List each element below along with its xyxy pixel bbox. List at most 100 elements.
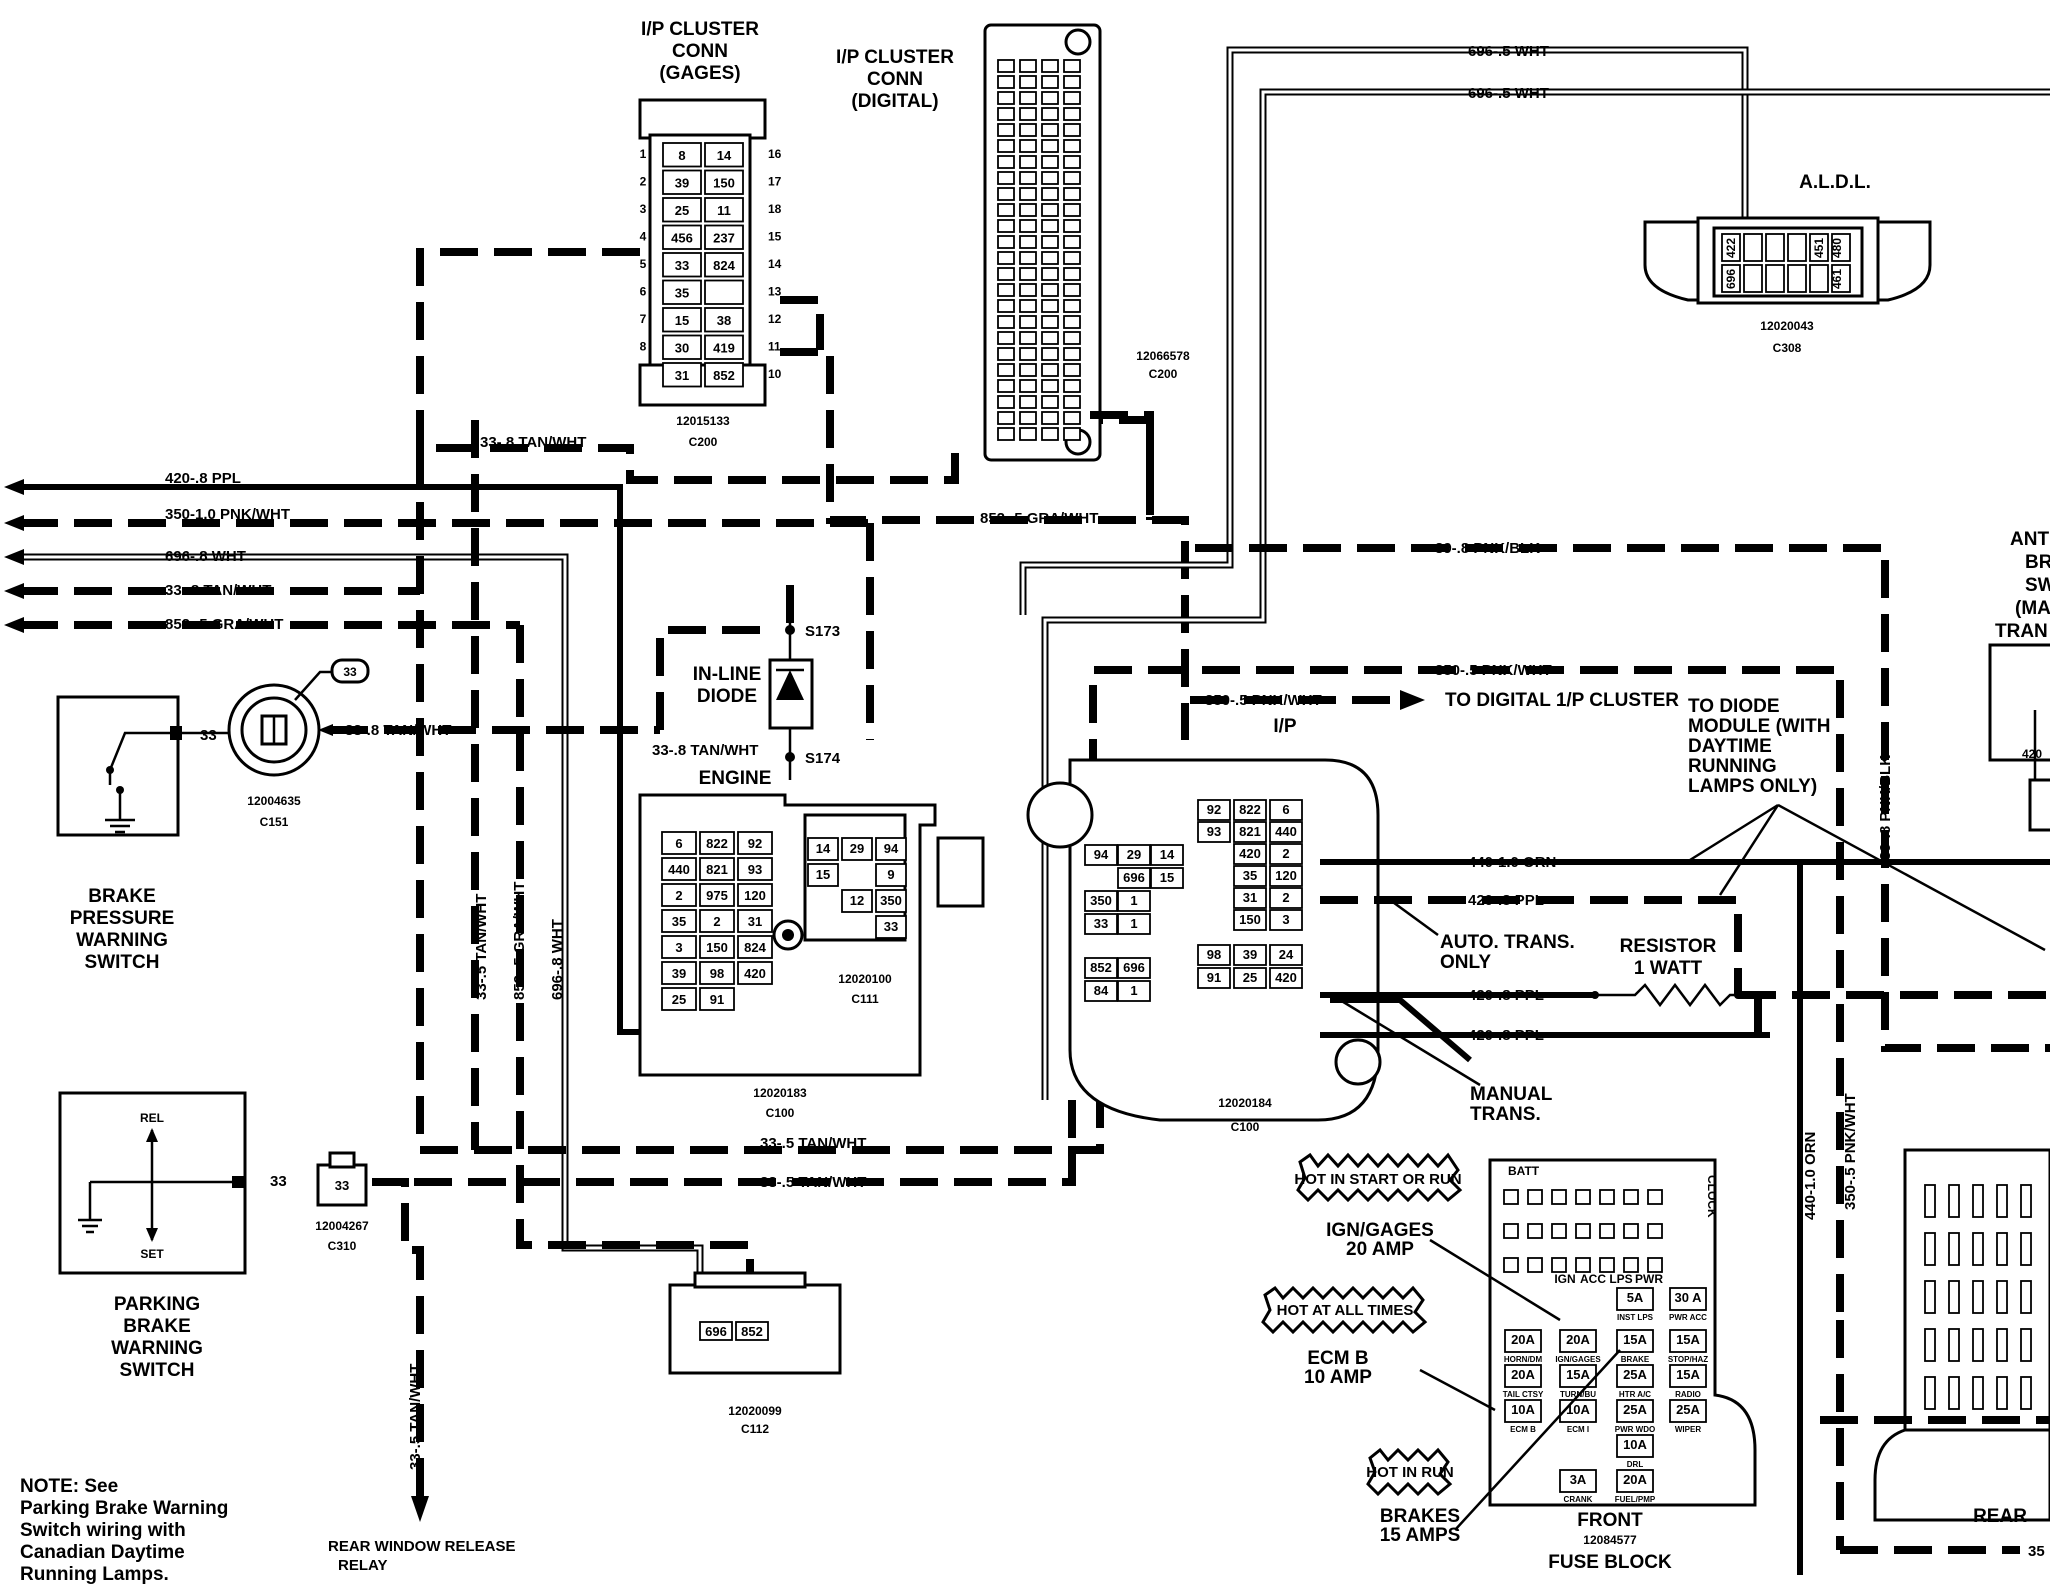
gages-cell <box>704 252 744 278</box>
fuse-name: HTR A/C <box>1619 1390 1651 1399</box>
brakes-1: BRAKES <box>1380 1506 1460 1527</box>
gages-cell <box>704 334 744 360</box>
digital-cell <box>1041 363 1059 377</box>
fuse <box>1504 1329 1542 1353</box>
gages-code: C200 <box>689 435 718 449</box>
aldl-cell <box>1743 233 1763 262</box>
diode-note-2: MODULE (WITH <box>1688 716 1830 737</box>
fuse-name: HORN/DM <box>1504 1355 1543 1364</box>
ipc100-cell <box>1084 957 1118 979</box>
ipc100-cell <box>1233 799 1267 821</box>
ipc100-cell <box>1084 980 1118 1002</box>
engine-cell <box>737 935 773 959</box>
digital-cell <box>1019 155 1037 169</box>
fuse-title: FUSE BLOCK <box>1548 1552 1672 1573</box>
c310-part: 12004267 <box>315 1219 369 1233</box>
wire-label-33-left: 33-.8 TAN/WHT <box>165 582 271 599</box>
fuse-amp: 10A <box>1623 1437 1647 1452</box>
gages-pin: 38 <box>717 313 731 328</box>
engine-pin: 120 <box>744 888 766 903</box>
anti-brake-3: SW <box>2025 575 2050 596</box>
fuse-name: IGN/GAGES <box>1555 1355 1601 1364</box>
top-wires: 696-.5 WHT 696-.5 WHT 39-.8 PNK/BLK 39-.… <box>1019 43 2050 1550</box>
gages-cell <box>704 169 744 195</box>
gages-pin: 150 <box>713 175 735 190</box>
aldl-cell <box>1765 233 1785 262</box>
fuse-name: INST LPS <box>1617 1313 1654 1322</box>
inline-diode: S173 S174 IN-LINE DIODE 33-.8 TAN/WHT <box>652 585 841 780</box>
connector-ip-cluster-digital: I/P CLUSTER CONN (DIGITAL) 12066578 C200 <box>836 23 1190 520</box>
digital-cell <box>1041 251 1059 265</box>
ipc100-cell <box>1084 844 1118 866</box>
note-5: Running Lamps. <box>20 1564 169 1584</box>
fuse-clock: CLOCK <box>1705 1175 1719 1218</box>
digital-cell <box>1019 331 1037 345</box>
digital-title-1: I/P CLUSTER <box>836 47 954 68</box>
fuse-terminal <box>1551 1223 1567 1239</box>
digital-cell <box>1063 331 1081 345</box>
digital-cell <box>1041 347 1059 361</box>
ipc100-pin: 1 <box>1130 916 1137 931</box>
fuse-name: PWR ACC <box>1669 1313 1707 1322</box>
digital-cell <box>997 283 1015 297</box>
c111-code: C111 <box>851 992 879 1006</box>
engine-pin: 824 <box>744 940 766 955</box>
aldl-cell <box>1787 264 1807 293</box>
hot-start-run: HOT IN START OR RUN <box>1294 1171 1461 1188</box>
gages-pin: 456 <box>671 230 693 245</box>
engine-pin: 420 <box>744 966 766 981</box>
ipc100-pin: 91 <box>1207 970 1221 985</box>
ipc100-pin: 822 <box>1239 802 1261 817</box>
anti-brake-4: (MA <box>2015 598 2050 619</box>
engine-cell <box>737 883 773 907</box>
gages-cell <box>704 279 744 305</box>
aldl-pin: 422 <box>1724 238 1738 258</box>
gages-left-number: 7 <box>640 312 647 326</box>
auto-trans-2: ONLY <box>1440 952 1491 973</box>
gages-pin: 824 <box>713 258 735 273</box>
digital-cell <box>1063 427 1081 441</box>
digital-cell <box>1063 75 1081 89</box>
fuse-terminal <box>1623 1189 1639 1205</box>
digital-cell <box>1041 187 1059 201</box>
digital-cell <box>997 363 1015 377</box>
ipc100-cell <box>1269 944 1303 966</box>
note-2: Parking Brake Warning <box>20 1498 228 1519</box>
rear-fuse <box>1996 1376 2008 1410</box>
digital-cell <box>1063 379 1081 393</box>
engine-part: 12020183 <box>753 1086 807 1100</box>
engine-cell <box>699 961 735 985</box>
digital-cell <box>1063 251 1081 265</box>
gages-right-number: 18 <box>768 202 782 216</box>
c111-cell <box>807 863 839 887</box>
gages-left-number: 6 <box>640 285 647 299</box>
digital-cell <box>1041 75 1059 89</box>
rear-fuse <box>1972 1376 1984 1410</box>
digital-cell <box>1041 427 1059 441</box>
digital-code: C200 <box>1149 367 1178 381</box>
diode-note-4: RUNNING <box>1688 756 1777 777</box>
digital-cell <box>997 427 1015 441</box>
gages-cell <box>662 279 702 305</box>
c111-pin: 15 <box>816 867 830 882</box>
ipc100-cell <box>1117 844 1151 866</box>
engine-pin: 39 <box>672 966 686 981</box>
digital-cell <box>997 91 1015 105</box>
digital-cell <box>1063 411 1081 425</box>
diode-note-3: DAYTIME <box>1688 736 1772 757</box>
rear-fuse <box>1924 1280 1936 1314</box>
engine-pin: 25 <box>672 992 686 1007</box>
digital-cell <box>997 139 1015 153</box>
fuse-amp: 15A <box>1623 1332 1647 1347</box>
fuse-amp: 20A <box>1566 1332 1590 1347</box>
engine-cell <box>737 857 773 881</box>
rear-fuse <box>2020 1232 2032 1266</box>
gages-cell <box>662 252 702 278</box>
ipc100-cell <box>1269 821 1303 843</box>
gages-pin: 15 <box>675 313 689 328</box>
digital-cell <box>1019 123 1037 137</box>
digital-cell <box>1063 315 1081 329</box>
digital-cell <box>997 171 1015 185</box>
